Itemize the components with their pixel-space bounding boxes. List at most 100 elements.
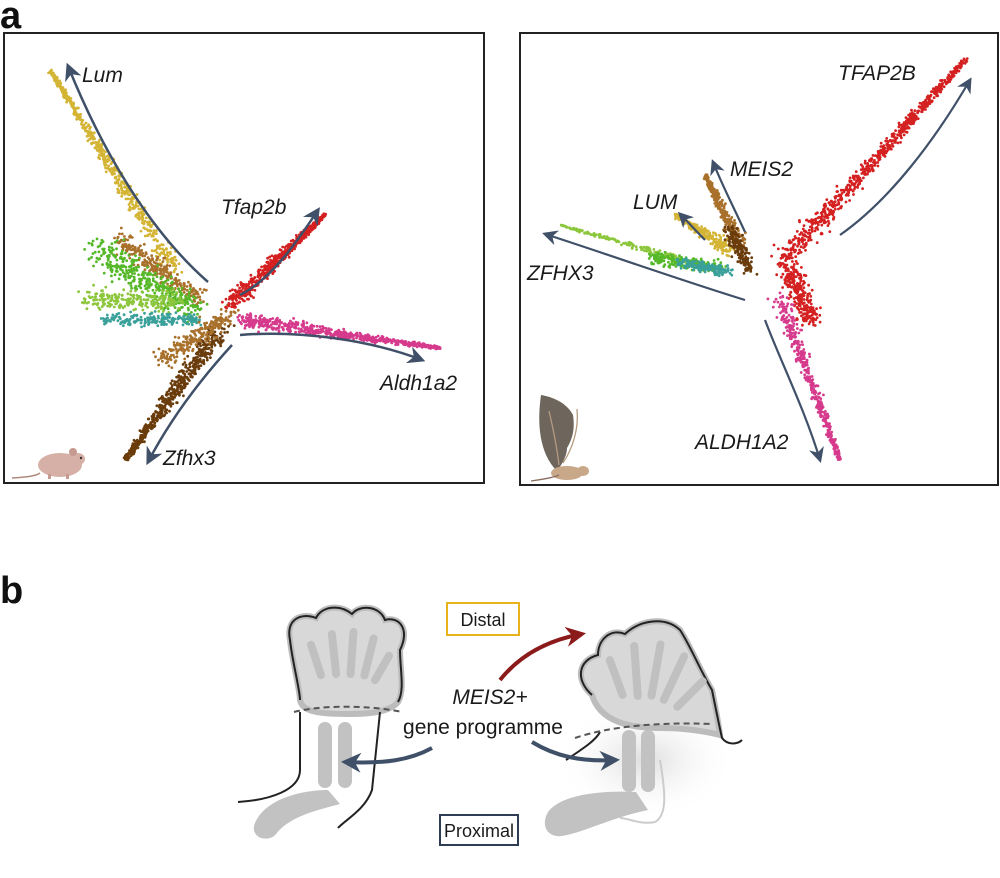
cell-dot — [190, 323, 194, 327]
cell-dot — [132, 438, 136, 442]
cell-dot — [185, 370, 189, 373]
cell-dot — [118, 232, 121, 236]
cell-dot — [345, 332, 348, 336]
cell-dot — [99, 317, 103, 320]
cell-dot — [183, 303, 187, 307]
cell-dot — [84, 129, 88, 133]
cell-dot — [55, 83, 59, 87]
cell-dot — [129, 297, 132, 301]
cell-dot — [190, 311, 193, 314]
cell-dot — [162, 257, 166, 260]
cell-dot — [184, 294, 187, 298]
cell-dot — [202, 346, 206, 350]
cell-dot — [155, 288, 158, 292]
mouse-embedding-plot: Lum Tfap2b Aldh1a2 Zfhx3 — [3, 32, 485, 484]
cell-dot — [151, 419, 155, 423]
cell-dot — [110, 171, 113, 175]
cell-dot — [694, 259, 697, 263]
cell-dot — [140, 278, 144, 282]
cell-dot — [183, 373, 187, 376]
cell-dot — [421, 342, 425, 346]
cell-dot — [300, 327, 303, 331]
cell-dot — [129, 293, 133, 297]
cell-dot — [151, 317, 155, 321]
cell-dot — [669, 257, 672, 261]
cell-dot — [189, 304, 193, 308]
cell-dot — [745, 268, 748, 272]
cell-dot — [160, 301, 163, 304]
cell-dot — [258, 316, 261, 320]
cell-dot — [220, 327, 224, 330]
cell-dot — [736, 244, 740, 248]
cell-dot — [282, 328, 285, 332]
cell-dot — [161, 289, 165, 293]
cell-dot — [192, 305, 195, 309]
cell-dot — [169, 294, 172, 298]
cell-dot — [167, 364, 171, 368]
cell-dot — [121, 306, 125, 310]
cell-dot — [160, 411, 163, 415]
mouse-cell-scatter — [47, 68, 442, 462]
cell-dot — [727, 244, 731, 247]
cell-dot — [188, 365, 192, 369]
cell-dot — [182, 315, 185, 318]
cell-dot — [100, 152, 104, 156]
cell-dot — [110, 280, 114, 284]
cell-dot — [161, 352, 165, 356]
cell-dot — [149, 225, 152, 228]
cell-dot — [603, 235, 606, 238]
cell-dot — [100, 150, 104, 154]
cell-dot — [706, 237, 710, 241]
cell-dot — [148, 232, 152, 236]
cell-dot — [161, 399, 165, 403]
cell-dot — [83, 297, 87, 301]
cell-dot — [271, 326, 275, 330]
cell-dot — [131, 272, 134, 275]
cell-dot — [716, 198, 719, 202]
cell-dot — [87, 241, 91, 245]
cell-dot — [178, 282, 182, 286]
cell-dot — [131, 445, 135, 449]
cell-dot — [181, 370, 184, 373]
cell-dot — [155, 404, 159, 408]
cell-dot — [739, 247, 743, 251]
cell-dot — [706, 229, 710, 233]
cell-dot — [711, 191, 715, 195]
cell-dot — [568, 226, 571, 230]
cell-dot — [123, 190, 127, 193]
cell-dot — [178, 295, 182, 299]
cell-dot — [233, 302, 237, 306]
cell-dot — [219, 312, 223, 316]
mouse-label-zfhx3: Zfhx3 — [162, 447, 216, 470]
cell-dot — [119, 226, 123, 230]
cell-dot — [141, 251, 145, 255]
cell-dot — [122, 313, 126, 317]
cell-dot — [279, 321, 282, 325]
cell-dot — [219, 342, 222, 346]
cell-dot — [677, 261, 681, 265]
cell-dot — [129, 454, 133, 457]
cell-dot — [115, 266, 118, 269]
cell-dot — [174, 258, 178, 262]
cell-dot — [145, 260, 149, 263]
cell-dot — [98, 257, 102, 261]
cell-dot — [229, 314, 233, 317]
cell-dot — [65, 100, 68, 104]
cell-dot — [77, 290, 80, 293]
cell-dot — [722, 229, 726, 233]
cell-dot — [385, 336, 389, 340]
cell-dot — [156, 268, 159, 272]
cell-dot — [175, 284, 179, 288]
cell-dot — [135, 298, 139, 301]
cell-dot — [151, 277, 155, 281]
cell-dot — [176, 317, 180, 321]
cell-dot — [173, 317, 177, 321]
cell-dot — [103, 319, 107, 323]
cell-dot — [264, 328, 268, 331]
cell-dot — [110, 251, 113, 255]
cell-dot — [199, 364, 203, 367]
cell-dot — [186, 302, 190, 305]
cell-dot — [90, 295, 94, 299]
cell-dot — [126, 292, 130, 296]
cell-dot — [142, 242, 146, 246]
